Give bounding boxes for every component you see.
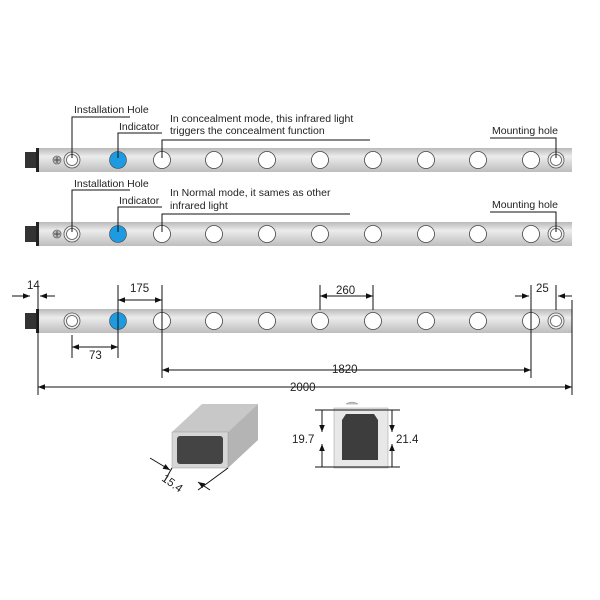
strip2-mounting-hole-label: Mounting hole — [492, 199, 558, 211]
mounting-hole-inner — [66, 315, 78, 327]
connector-plug — [25, 226, 36, 242]
dim-end-offset: 14 — [27, 280, 40, 292]
strip2-installation-hole-label: Installation Hole — [74, 178, 149, 190]
strip1-indicator-label: Indicator — [119, 121, 160, 133]
infrared-light — [469, 225, 487, 243]
dim-profile-width: 15.4 — [159, 473, 185, 496]
connector-plug — [25, 152, 36, 168]
profile-cross-section — [315, 401, 400, 469]
dim-light-pitch: 260 — [336, 285, 355, 297]
strip1-note-line2: triggers the concealment function — [170, 125, 325, 137]
infrared-light — [469, 151, 487, 169]
dim-last-light-to-hole: 25 — [536, 283, 549, 295]
strip1-note-line1: In concealment mode, this infrared light — [170, 113, 353, 125]
led-strip-2 — [25, 222, 572, 246]
strip2-note-line2: infrared light — [170, 200, 228, 212]
infrared-light — [311, 225, 329, 243]
screw-slot — [54, 157, 60, 163]
strip1-mounting-hole-label: Mounting hole — [492, 125, 558, 137]
dimension-lines — [12, 285, 573, 395]
strip2-callouts — [71, 189, 557, 232]
infrared-light — [469, 312, 487, 330]
screw-slot — [54, 231, 60, 237]
end-cap — [36, 148, 39, 172]
strip1-installation-hole-label: Installation Hole — [74, 104, 149, 116]
dim-hole-to-indicator: 73 — [89, 350, 102, 362]
infrared-light — [258, 225, 276, 243]
infrared-light — [417, 151, 435, 169]
infrared-light — [417, 225, 435, 243]
infrared-light — [205, 312, 223, 330]
infrared-light — [522, 151, 540, 169]
led-strip-1 — [25, 148, 572, 172]
infrared-light — [311, 151, 329, 169]
infrared-light — [522, 225, 540, 243]
infrared-light — [364, 151, 382, 169]
dim-inner-height: 19.7 — [292, 434, 314, 446]
strip2-note-line1: In Normal mode, it sames as other — [170, 187, 331, 199]
led-strip-3 — [25, 309, 572, 333]
strip2-indicator-label: Indicator — [119, 195, 160, 207]
infrared-light — [258, 312, 276, 330]
infrared-light — [205, 151, 223, 169]
infrared-light — [364, 225, 382, 243]
mounting-hole-inner — [550, 315, 562, 327]
dim-indicator-to-first-light: 175 — [130, 283, 149, 295]
profile-3d-view — [149, 404, 258, 491]
dim-outer-height: 21.4 — [396, 434, 419, 446]
dim-light-span: 1820 — [332, 364, 358, 376]
end-cap — [36, 222, 39, 246]
infrared-light — [205, 225, 223, 243]
connector-plug — [25, 313, 36, 329]
infrared-light — [417, 312, 435, 330]
strip1-callouts — [71, 116, 557, 158]
infrared-light — [258, 151, 276, 169]
infrared-light — [364, 312, 382, 330]
dim-total-length: 2000 — [290, 382, 316, 394]
infrared-light — [311, 312, 329, 330]
